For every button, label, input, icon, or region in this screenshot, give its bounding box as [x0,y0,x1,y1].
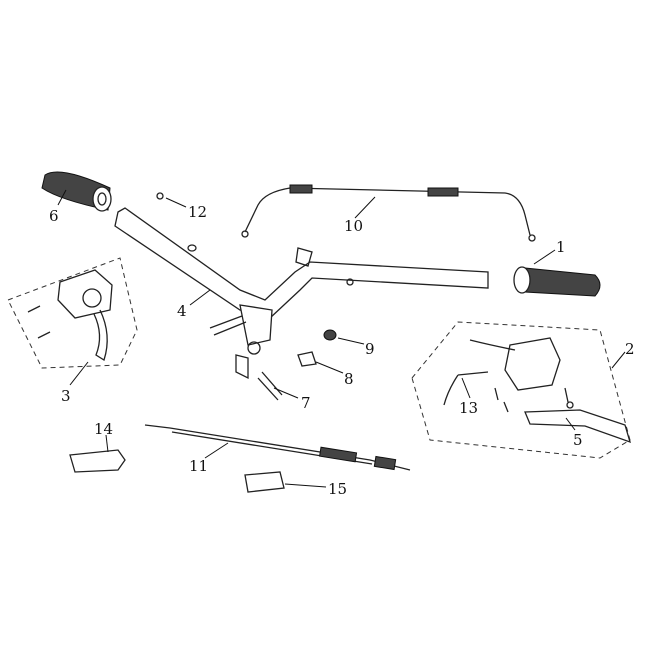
left-switch [27,269,113,361]
left-switch-group-outline [7,257,138,369]
callout-12: 12 [188,203,207,221]
callout-10: 10 [344,217,363,235]
callout-3: 3 [61,387,71,405]
callout-9: 9 [365,340,375,358]
callout-7: 7 [301,394,311,412]
callout-13: 13 [459,399,478,417]
callout-6: 6 [49,207,59,225]
callout-5: 5 [573,431,583,449]
right-grip [513,266,601,297]
callout-15: 15 [328,480,347,498]
callout-labels: 1 2 3 4 5 6 7 8 9 10 11 12 13 14 15 [49,203,635,498]
leader-lines [57,189,626,488]
left-grip [41,171,112,212]
callout-11: 11 [189,457,208,475]
callout-14: 14 [94,420,113,438]
handlebar [114,207,489,380]
callout-2: 2 [625,340,635,358]
callout-1: 1 [556,238,566,256]
callout-8: 8 [344,370,354,388]
callout-4: 4 [177,302,187,320]
brake-cable [144,424,411,471]
small-parts [69,192,337,493]
throttle-cable [241,184,536,242]
right-switch-and-lever [443,337,631,444]
